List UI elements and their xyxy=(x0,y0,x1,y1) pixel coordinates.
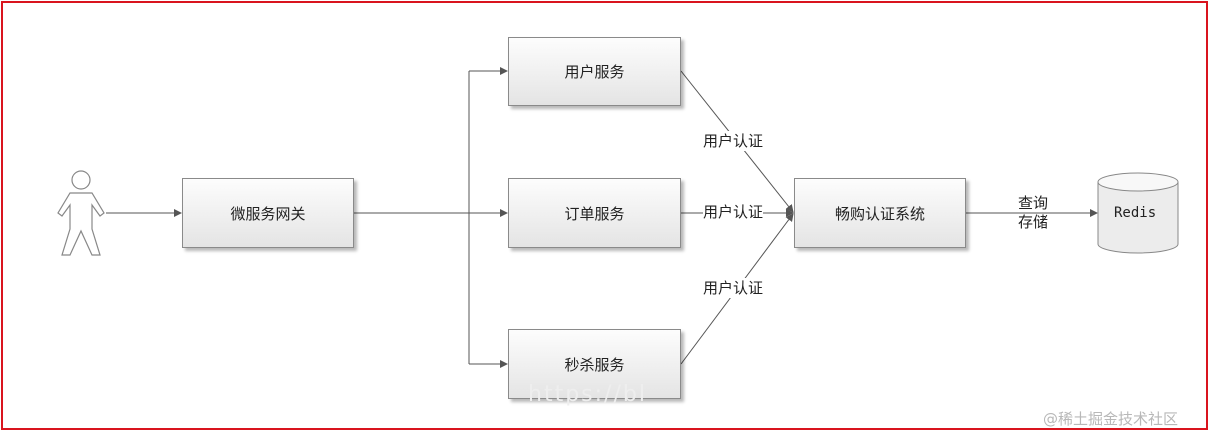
diagram-frame xyxy=(1,1,1208,430)
gateway-label: 微服务网关 xyxy=(230,204,306,223)
seckill-service-node: 秒杀服务 xyxy=(508,329,681,399)
user-service-label: 用户服务 xyxy=(564,63,625,81)
user-actor-icon xyxy=(57,170,105,256)
user-service-node: 用户服务 xyxy=(508,37,681,106)
redis-label: Redis xyxy=(1114,205,1157,221)
watermark-text: @稀土掘金技术社区 xyxy=(1043,410,1179,428)
edge-label-user-auth-top: 用户认证 xyxy=(703,131,764,151)
gateway-node: 微服务网关 xyxy=(182,178,354,248)
seckill-service-label: 秒杀服务 xyxy=(564,355,625,374)
faded-url-text: https://bl xyxy=(528,382,647,407)
edge-label-query-store: 查询 存储 xyxy=(1017,194,1048,231)
edge-label-user-auth-bottom: 用户认证 xyxy=(703,278,764,298)
auth-system-label: 畅购认证系统 xyxy=(834,204,925,223)
auth-system-node: 畅购认证系统 xyxy=(794,178,966,248)
order-service-label: 订单服务 xyxy=(564,204,625,223)
edge-label-user-auth-mid: 用户认证 xyxy=(703,202,764,222)
order-service-node: 订单服务 xyxy=(508,178,681,248)
redis-database-icon xyxy=(1097,172,1179,254)
